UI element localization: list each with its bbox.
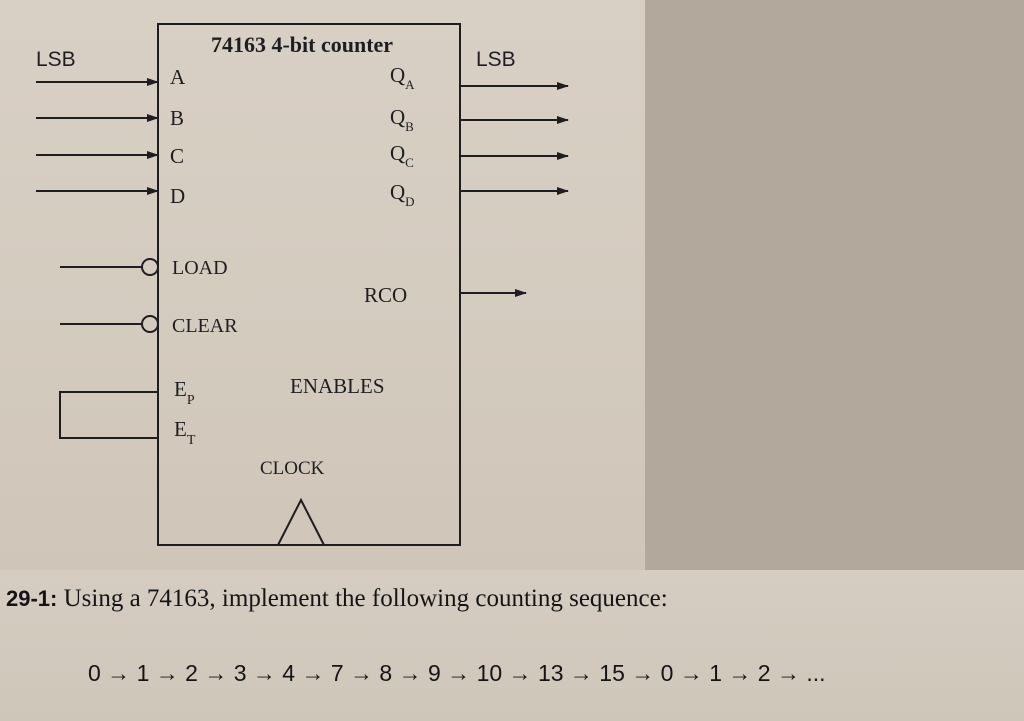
- enable-p-label: EP: [174, 377, 195, 408]
- clock-triangle-icon: [277, 497, 325, 546]
- load-bubble: [141, 258, 159, 276]
- clear-bubble: [141, 315, 159, 333]
- output-label-qa: QA: [390, 63, 415, 92]
- load-label: LOAD: [172, 257, 228, 279]
- enables-label: ENABLES: [290, 374, 385, 398]
- enable-t-label: ET: [174, 417, 196, 448]
- input-label-c: C: [170, 144, 184, 168]
- output-label-qd: QD: [390, 180, 415, 209]
- input-label-a: A: [170, 65, 186, 89]
- problem-page: [0, 570, 1024, 721]
- counting-sequence: 0 → 1 → 2 → 3 → 4 → 7 → 8 → 9 → 10 → 13 …: [88, 660, 826, 686]
- lsb-left-label: LSB: [36, 48, 76, 71]
- output-label-qc: QC: [390, 141, 414, 170]
- rco-label: RCO: [364, 283, 407, 307]
- clock-label: CLOCK: [260, 458, 325, 479]
- problem-text: Using a 74163, implement the following c…: [57, 585, 668, 612]
- output-label-qb: QB: [390, 105, 414, 134]
- problem-statement: 29-1: Using a 74163, implement the follo…: [6, 585, 1006, 613]
- enable-tie-loop: [59, 391, 158, 439]
- textbook-photo: [0, 0, 645, 570]
- input-label-b: B: [170, 106, 184, 130]
- input-label-d: D: [170, 184, 185, 208]
- chip-title: 74163 4-bit counter: [211, 32, 393, 57]
- chip-body: [157, 23, 461, 546]
- problem-number: 29-1:: [6, 586, 58, 611]
- clear-label: CLEAR: [172, 315, 238, 337]
- lsb-right-label: LSB: [476, 48, 516, 71]
